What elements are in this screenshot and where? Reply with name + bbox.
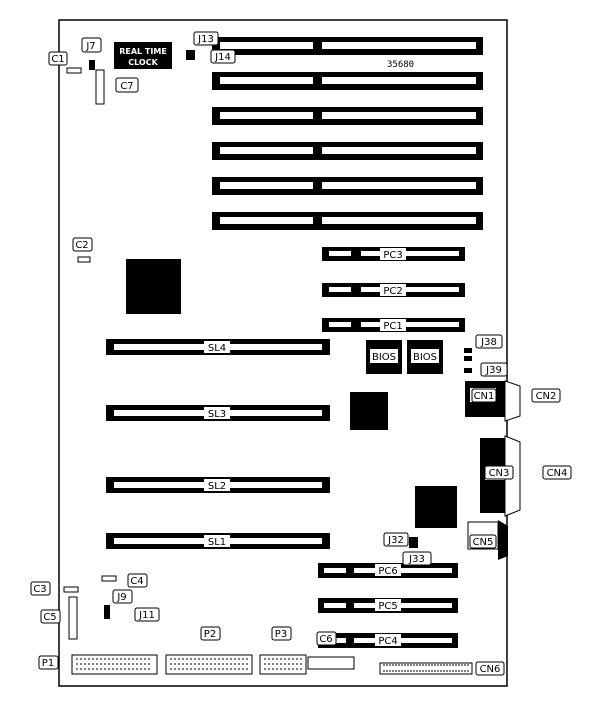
board-part-number: 35680 (387, 60, 414, 70)
sl1-label: SL1 (208, 537, 226, 548)
bios-chip-1: BIOS (366, 340, 402, 374)
svg-text:J13: J13 (197, 34, 214, 45)
pc3-label: PC3 (383, 250, 402, 261)
pc-slot-pc6: PC6 (318, 563, 458, 578)
sl3-label: SL3 (208, 409, 226, 420)
callout-j9: J9 (112, 589, 133, 604)
simm-slot-sl2: SL2 (106, 477, 330, 493)
jumper-blocks (89, 50, 472, 619)
svg-text:CN1: CN1 (474, 391, 495, 402)
svg-text:CN3: CN3 (489, 468, 510, 479)
sl4-label: SL4 (208, 343, 226, 354)
pc6-label: PC6 (378, 566, 397, 577)
svg-text:J14: J14 (214, 52, 231, 63)
callout-c7: C7 (115, 77, 139, 93)
pc-slot-pc3: PC3 (322, 247, 465, 261)
connector-pins (76, 658, 302, 670)
svg-text:P2: P2 (204, 629, 216, 640)
callout-j32: J32 (383, 532, 409, 547)
rtc-label-line2: CLOCK (128, 58, 158, 67)
svg-text:C3: C3 (33, 584, 46, 595)
callout-j39: J39 (480, 362, 508, 377)
svg-text:J38: J38 (480, 337, 497, 348)
callout-p3: P3 (271, 626, 292, 641)
callout-cn6: CN6 (475, 661, 505, 676)
callout-cn2: CN2 (531, 388, 561, 403)
simm-slot-sl1: SL1 (106, 533, 330, 549)
pc2-label: PC2 (383, 286, 402, 297)
real-time-clock: REAL TIME CLOCK (114, 42, 172, 69)
svg-text:C5: C5 (43, 612, 56, 623)
sl2-label: SL2 (208, 481, 226, 492)
callout-c4: C4 (127, 573, 148, 588)
svg-text:J39: J39 (485, 365, 502, 376)
pc-slot-pc2: PC2 (322, 283, 465, 297)
isa-slot-4 (212, 142, 483, 160)
svg-text:CN4: CN4 (547, 468, 568, 479)
callout-j13: J13 (193, 31, 219, 46)
callout-c3: C3 (30, 581, 51, 596)
pc5-label: PC5 (378, 601, 397, 612)
pc1-label: PC1 (383, 321, 402, 332)
svg-text:J32: J32 (387, 535, 404, 546)
callout-cn5: CN5 (469, 534, 497, 549)
power-connectors (71, 654, 307, 675)
svg-text:J33: J33 (408, 554, 425, 565)
cn6-connector (379, 662, 473, 675)
callout-j14: J14 (210, 49, 236, 64)
chipset-chip-1 (350, 392, 388, 430)
bios2-label: BIOS (413, 352, 437, 363)
svg-text:P1: P1 (42, 658, 54, 669)
svg-text:J11: J11 (138, 610, 155, 621)
callout-cn3: CN3 (484, 465, 514, 480)
cpu-chip (126, 259, 181, 314)
callout-j38: J38 (475, 334, 503, 349)
isa-slot-5 (212, 177, 483, 195)
callout-p1: P1 (38, 655, 59, 670)
svg-text:P3: P3 (275, 629, 287, 640)
callout-c6: C6 (316, 631, 337, 646)
callout-p2: P2 (200, 626, 221, 641)
pc-slot-pc1: PC1 (322, 318, 465, 332)
isa-slot-2 (212, 72, 483, 90)
callout-j7: J7 (81, 37, 102, 53)
callout-c5: C5 (40, 609, 61, 624)
rtc-label-line1: REAL TIME (119, 47, 167, 56)
svg-text:C2: C2 (75, 240, 88, 251)
callout-j11: J11 (134, 607, 160, 622)
pc4-label: PC4 (378, 636, 397, 647)
chipset-chip-2 (415, 486, 457, 528)
bios1-label: BIOS (372, 352, 396, 363)
isa-slots (212, 37, 483, 230)
isa-slot-3 (212, 107, 483, 125)
isa-slot-1 (212, 37, 483, 55)
callout-cn1: CN1 (471, 388, 497, 403)
simm-slot-sl4: SL4 (106, 339, 330, 355)
svg-text:J7: J7 (85, 41, 95, 52)
simm-slot-sl3: SL3 (106, 405, 330, 421)
svg-text:C1: C1 (51, 54, 64, 65)
svg-text:CN5: CN5 (473, 537, 494, 548)
svg-text:C6: C6 (319, 634, 332, 645)
callout-j33: J33 (402, 551, 432, 566)
svg-text:J9: J9 (116, 592, 126, 603)
callout-cn4: CN4 (542, 465, 572, 480)
callout-c2: C2 (72, 237, 93, 252)
pc-slot-pc5: PC5 (318, 598, 458, 613)
svg-text:C7: C7 (120, 81, 133, 92)
pc-slot-pc4: PC4 (318, 633, 458, 648)
small-components (63, 67, 355, 670)
callout-c1: C1 (48, 51, 68, 66)
bios-chip-2: BIOS (407, 340, 443, 374)
svg-text:CN6: CN6 (480, 664, 501, 675)
svg-text:C4: C4 (130, 576, 143, 587)
isa-slot-6 (212, 212, 483, 230)
svg-text:CN2: CN2 (536, 391, 557, 402)
